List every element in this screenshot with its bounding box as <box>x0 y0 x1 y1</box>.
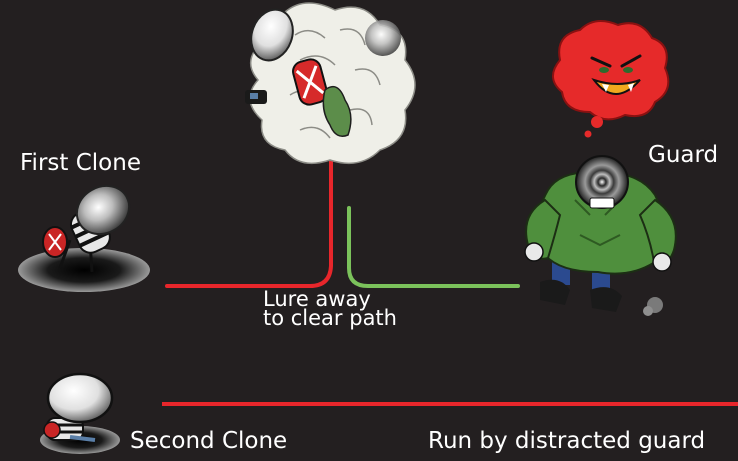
lure-away-label: Lure away to clear path <box>263 287 397 330</box>
guard-label: Guard <box>648 142 719 168</box>
lure-away-line2: to clear path <box>263 306 397 330</box>
fight-cloud-icon <box>245 2 416 165</box>
angry-thought-bubble-icon <box>552 20 670 138</box>
guard-path-line <box>347 206 520 288</box>
lure-away-line1: Lure away <box>263 287 371 311</box>
second-clone-icon <box>40 372 120 454</box>
first-clone-label: First Clone <box>20 150 141 176</box>
lure-path-line <box>165 148 333 288</box>
guard-brute-icon <box>524 155 677 316</box>
second-clone-label: Second Clone <box>130 428 288 454</box>
first-clone-icon <box>18 184 150 292</box>
run-by-guard-label: Run by distracted guard <box>428 428 706 454</box>
